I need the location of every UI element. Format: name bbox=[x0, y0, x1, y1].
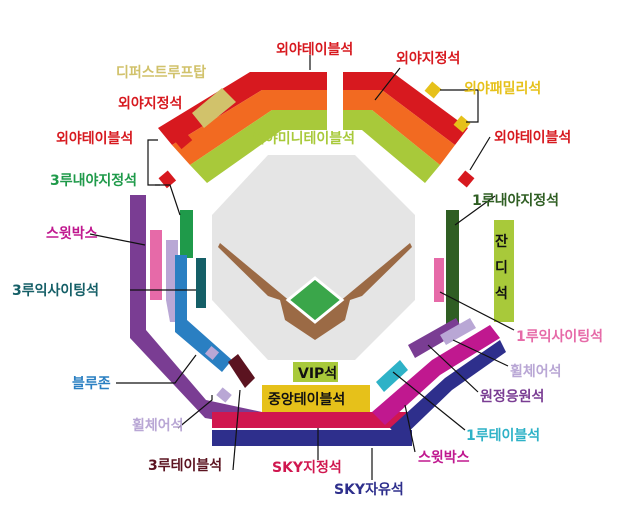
section-defaste-rooftop[interactable] bbox=[192, 88, 236, 128]
section-outfield-mini-table-right[interactable] bbox=[343, 110, 440, 183]
section-first-infield[interactable] bbox=[446, 210, 459, 325]
section-sky-right-navy[interactable] bbox=[390, 340, 506, 440]
section-outfield-seat-right[interactable] bbox=[343, 90, 455, 165]
leader-third-infield bbox=[155, 184, 181, 216]
section-right-purple[interactable] bbox=[408, 318, 463, 358]
leader-first-exciting bbox=[439, 291, 515, 331]
section-vip[interactable] bbox=[293, 362, 338, 382]
leader-outfield-table-right bbox=[469, 136, 491, 171]
section-outfield-family-1[interactable] bbox=[424, 81, 442, 99]
label-table-seat-2: 디 bbox=[495, 260, 508, 276]
label-first-table: 1루테이블석 bbox=[466, 427, 540, 444]
section-wheelchair-left-1[interactable] bbox=[204, 345, 220, 361]
section-outfield-table-right-block[interactable] bbox=[457, 170, 475, 188]
section-third-infield[interactable] bbox=[180, 210, 193, 258]
section-first-exciting[interactable] bbox=[434, 258, 444, 302]
label-first-exciting: 1루익사이팅석 bbox=[516, 328, 603, 345]
section-third-table[interactable] bbox=[228, 354, 255, 388]
label-outfield-seat-right: 외야지정석 bbox=[396, 50, 460, 67]
section-sky-reserved[interactable] bbox=[212, 412, 412, 428]
label-wheelchair-right: 휠체어석 bbox=[510, 363, 562, 380]
label-outfield-table-right: 외야테이블석 bbox=[494, 129, 571, 146]
label-third-infield: 3루내야지정석 bbox=[50, 172, 137, 189]
section-outfield-table-right-top[interactable] bbox=[343, 72, 468, 145]
label-third-table: 3루테이블석 bbox=[148, 457, 222, 474]
section-first-table[interactable] bbox=[376, 360, 408, 392]
label-sky-free: SKY자유석 bbox=[334, 482, 404, 498]
label-table-seat-1: 잔 bbox=[495, 233, 508, 250]
label-outfield-table-top: 외야테이블석 bbox=[276, 41, 353, 58]
leader-lines bbox=[89, 55, 515, 480]
label-blue-zone: 블루존 bbox=[72, 376, 111, 392]
section-outfield-family-2[interactable] bbox=[453, 115, 471, 133]
leader-wheelchair-left bbox=[177, 395, 213, 429]
leader-first-table bbox=[392, 371, 466, 431]
leader-third-table bbox=[232, 389, 241, 471]
label-third-exciting: 3루익사이팅석 bbox=[12, 282, 99, 299]
section-outfield-mini-table-left[interactable] bbox=[190, 110, 327, 183]
section-wheelchair-left-2[interactable] bbox=[216, 387, 232, 403]
section-outfield-table-left-block[interactable] bbox=[173, 130, 193, 150]
leader-wheelchair-right bbox=[452, 339, 509, 367]
section-outfield-seat-left[interactable] bbox=[172, 90, 327, 165]
label-outfield-seat-left: 외야지정석 bbox=[118, 95, 182, 112]
label-first-infield: 1루내야지정석 bbox=[472, 192, 559, 209]
section-sky-free[interactable] bbox=[212, 430, 412, 446]
leader-outfield-table-left bbox=[147, 139, 160, 186]
section-right-lavender[interactable] bbox=[440, 318, 476, 345]
section-outfield-table-left-top[interactable] bbox=[158, 72, 327, 145]
label-table-seat-3: 석 bbox=[495, 286, 508, 302]
section-swing-box-right[interactable] bbox=[372, 325, 500, 425]
label-swing-left: 스윗박스 bbox=[46, 225, 98, 242]
label-vip: VIP석 bbox=[298, 366, 337, 382]
leader-visitor bbox=[427, 344, 479, 393]
section-table-seat-vertical[interactable] bbox=[494, 220, 514, 322]
label-wheelchair-left: 휠체어석 bbox=[132, 417, 184, 434]
label-sky-reserved: SKY지정석 bbox=[272, 459, 342, 476]
section-third-exciting[interactable] bbox=[196, 258, 206, 308]
section-sky-left-purple[interactable] bbox=[130, 195, 262, 428]
leader-first-infield bbox=[454, 195, 496, 226]
section-blue-zone[interactable] bbox=[175, 255, 232, 372]
label-defaste-rooftop: 디퍼스트루프탑 bbox=[116, 65, 206, 81]
leader-swing-right bbox=[404, 404, 416, 453]
leader-swing-left bbox=[89, 233, 146, 246]
field-area bbox=[212, 155, 415, 360]
leader-outfield-seat-right bbox=[374, 67, 401, 101]
section-outfield-table-left-small[interactable] bbox=[158, 170, 177, 189]
label-outfield-mini-table: 외야미니테이블석 bbox=[252, 130, 355, 147]
leader-family bbox=[440, 89, 479, 123]
label-swing-right: 스윗박스 bbox=[418, 449, 470, 466]
label-visitor-cheer: 원정응원석 bbox=[480, 388, 544, 405]
section-swing-box-left[interactable] bbox=[150, 230, 162, 300]
label-outfield-family: 외야패밀리석 bbox=[464, 80, 541, 97]
label-central-table: 중앙테이블석 bbox=[268, 391, 345, 408]
leader-blue-zone bbox=[116, 354, 197, 384]
label-outfield-table-left: 외야테이블석 bbox=[56, 130, 133, 147]
infield-diamond bbox=[285, 276, 345, 324]
section-central-table[interactable] bbox=[262, 385, 370, 412]
